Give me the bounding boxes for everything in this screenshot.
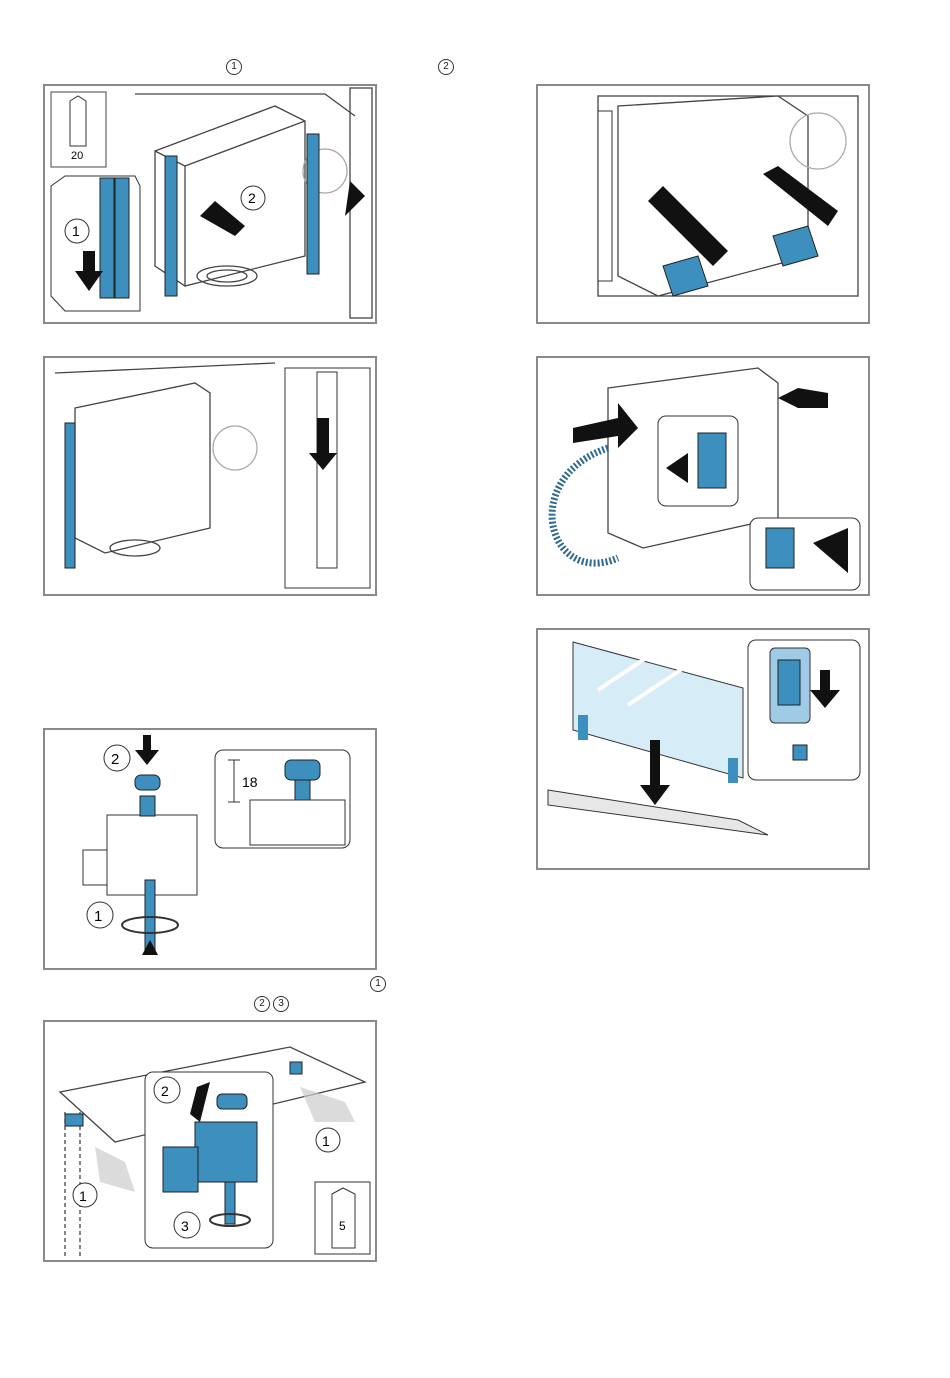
panel7-step-3: 3: [181, 1218, 189, 1234]
step-marker-2-lower: 2: [254, 996, 270, 1012]
panel1-step-1: 1: [72, 223, 80, 239]
step-marker-3-lower: 3: [273, 996, 289, 1012]
panel7-step-1-left: 1: [79, 1188, 87, 1204]
panel7-step-2: 2: [161, 1083, 169, 1099]
figure-rail-detail: [43, 356, 377, 596]
torx-size-label: 20: [71, 150, 83, 162]
panel7-step-1-right: 1: [322, 1133, 330, 1149]
figure-module-insertion: [536, 84, 870, 324]
panel1-step-2: 2: [248, 190, 256, 206]
figure-foot-adjustment: 2 1 18: [43, 728, 377, 970]
figure-glass-panel-insertion: [536, 628, 870, 870]
panel5-step-1: 1: [94, 908, 102, 925]
figure-connector-plugging: [536, 356, 870, 596]
step-marker-1-lower: 1: [370, 976, 386, 992]
panel5-step-2: 2: [111, 751, 119, 768]
hex-size-label: 5: [339, 1219, 346, 1233]
dimension-label: 18: [242, 774, 258, 790]
figure-fixing-clips: 1 1 2 3 5: [43, 1020, 377, 1262]
figure-rail-mounting: 20 1 2: [43, 84, 377, 324]
step-marker-1: 1: [226, 59, 242, 75]
step-marker-2: 2: [438, 59, 454, 75]
